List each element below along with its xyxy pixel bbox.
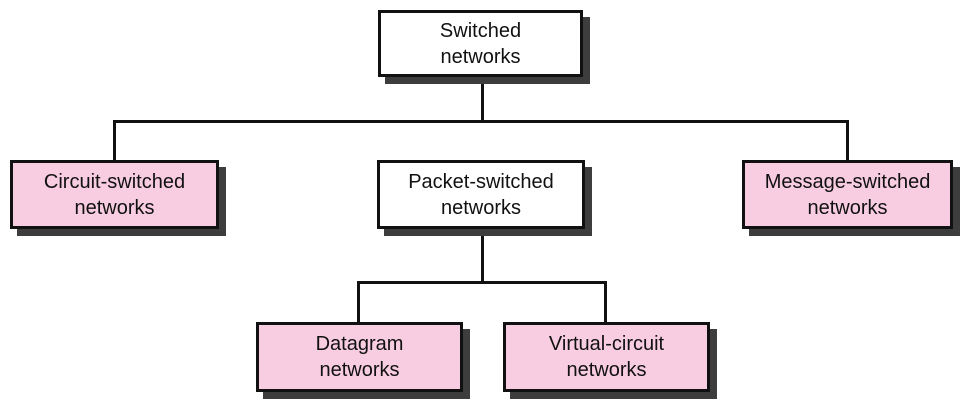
connector-packet-stem — [481, 229, 484, 284]
connector-to-message — [846, 120, 849, 160]
node-packet-switched-networks: Packet-switched networks — [377, 160, 585, 229]
node-message-switched-networks: Message-switched networks — [742, 160, 953, 229]
connector-to-circuit — [113, 120, 116, 160]
connector-level2-horizontal — [357, 281, 607, 284]
connector-switched-stem — [481, 77, 484, 123]
node-datagram-networks: Datagram networks — [256, 322, 463, 392]
connector-level1-horizontal — [113, 120, 849, 123]
node-circuit-switched-networks: Circuit-switched networks — [10, 160, 219, 229]
connector-to-virtual — [604, 281, 607, 322]
node-switched-networks: Switched networks — [378, 10, 583, 77]
node-virtual-circuit-networks: Virtual-circuit networks — [503, 322, 710, 392]
connector-to-datagram — [357, 281, 360, 322]
